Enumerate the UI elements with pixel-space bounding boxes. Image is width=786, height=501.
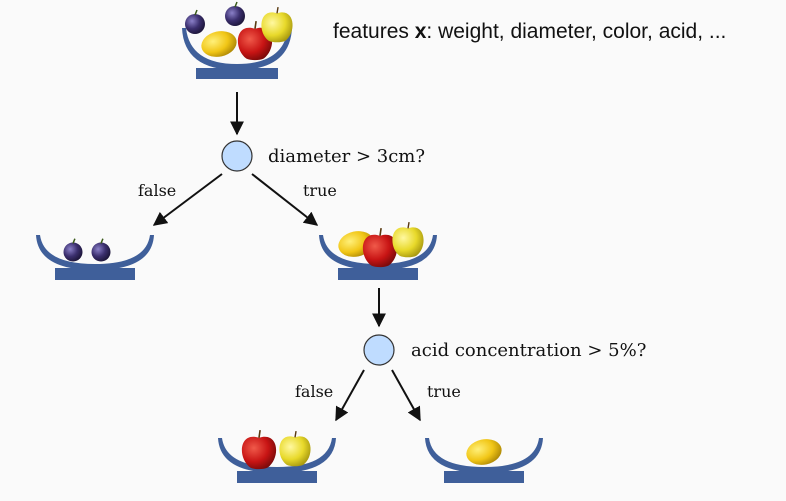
apple-red-icon	[237, 20, 273, 61]
plum-icon	[63, 238, 83, 262]
plum-icon	[225, 1, 245, 26]
question-diameter: diameter > 3cm?	[268, 146, 425, 167]
basket-q2-true	[425, 438, 543, 483]
edge-label-q2-false: false	[295, 382, 333, 401]
edge-label-q2-true: true	[427, 382, 461, 401]
basket-q1-true	[319, 235, 437, 280]
apple-yellow-icon	[279, 430, 311, 467]
edge-q2-false	[335, 369, 365, 422]
plum-icon	[91, 238, 111, 262]
fruit-layer	[63, 1, 502, 470]
question-acid: acid concentration > 5%?	[411, 340, 646, 361]
edge-q2-true	[391, 369, 421, 422]
basket-q1-false	[36, 235, 154, 280]
features-var: x	[415, 20, 427, 43]
features-header: features x: weight, diameter, color, aci…	[333, 20, 726, 43]
features-list: : weight, diameter, color, acid, ...	[426, 20, 726, 43]
decision-node-acid	[363, 334, 395, 366]
features-prefix: features	[333, 20, 415, 43]
apple-yellow-icon	[392, 221, 424, 258]
lemon-icon	[201, 31, 237, 57]
basket-q2-false	[218, 438, 336, 483]
edge-label-q1-false: false	[138, 181, 176, 200]
apple-red-icon	[241, 429, 277, 470]
edge-q1-true	[251, 173, 319, 226]
edge-label-q1-true: true	[303, 181, 337, 200]
decision-node-diameter	[221, 140, 253, 172]
edge-q1-false	[152, 173, 223, 226]
plum-icon	[185, 9, 205, 34]
basket-root	[182, 28, 292, 79]
lemon-icon	[466, 439, 502, 465]
apple-yellow-icon	[261, 6, 293, 43]
apple-red-icon	[362, 227, 398, 268]
